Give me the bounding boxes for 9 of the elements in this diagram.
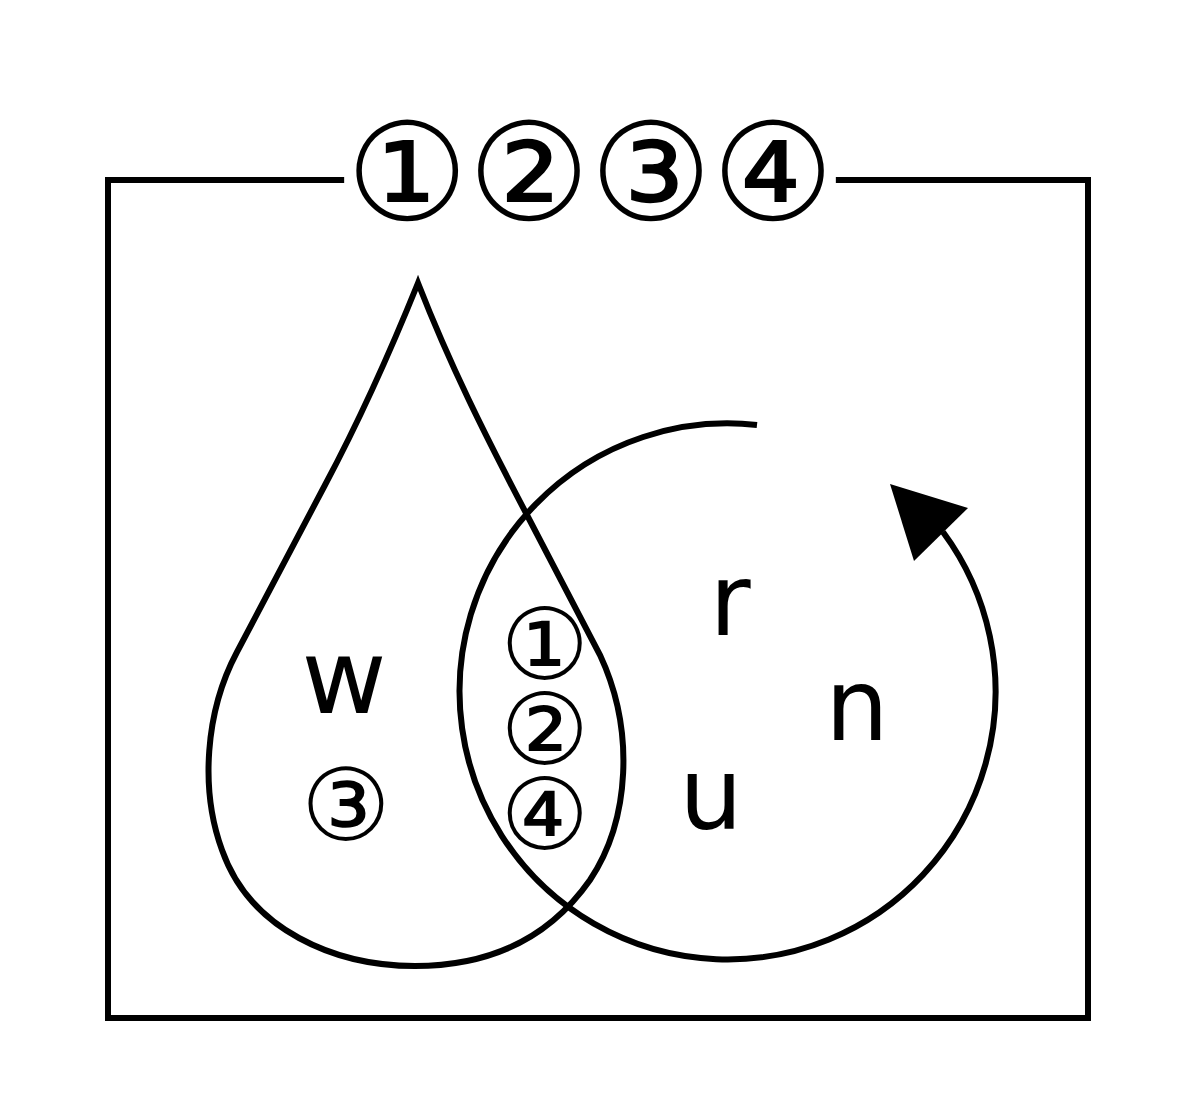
circled-number: ①: [500, 603, 590, 687]
letter-label: w: [301, 625, 387, 729]
circled-number: ③: [301, 764, 391, 848]
circled-numbers-heading: ①②③④: [346, 115, 834, 231]
circled-number: ④: [500, 773, 590, 857]
letter-label: u: [679, 745, 743, 845]
letter-label: r: [709, 551, 751, 651]
circled-number: ②: [500, 688, 590, 772]
letter-label: n: [825, 656, 889, 756]
